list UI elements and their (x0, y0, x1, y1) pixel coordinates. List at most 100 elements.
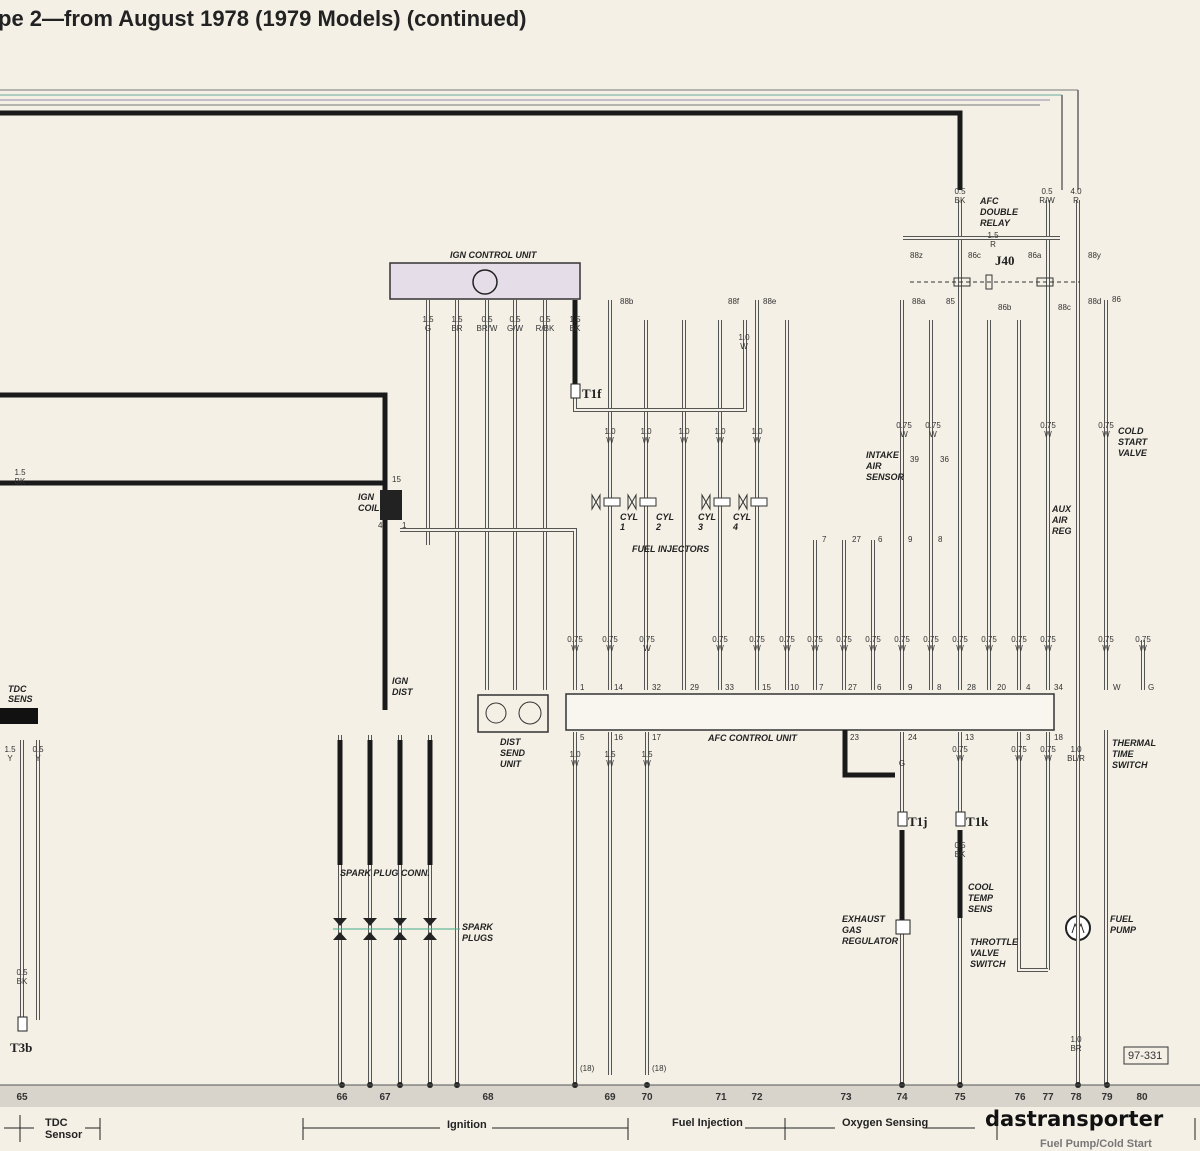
diagram-number: 97-331 (1128, 1050, 1162, 1062)
wire-size-label: 0.75 (1135, 635, 1151, 644)
cylinder-label: CYL (733, 512, 751, 522)
wire-size-label: 1.5 (569, 315, 581, 324)
aux-air-reg-label: AUX (1051, 504, 1072, 514)
wire-color-label: W (1102, 644, 1110, 653)
ign-dist-label: DIST (392, 687, 414, 697)
column-number: 70 (641, 1092, 653, 1103)
wire-size-label: 0.75 (1098, 421, 1114, 430)
pin-label: 1 (402, 521, 407, 530)
cool-temp-sens-label: COOL (968, 882, 994, 892)
wire-size-label: 0.5 (481, 315, 493, 324)
wire-color-label: W (811, 644, 819, 653)
pin-label: 23 (850, 733, 859, 742)
pin-label: 88b (620, 297, 634, 306)
column-number: 72 (751, 1092, 763, 1103)
wire-size-label: 1.5 (604, 750, 616, 759)
pin-label: 28 (967, 683, 976, 692)
cylinder-label: CYL (656, 512, 674, 522)
injector-coil-icon (750, 497, 768, 507)
cool-temp-sens-label: TEMP (968, 893, 994, 903)
wire-color-label: W (900, 430, 908, 439)
pin-label: 85 (946, 297, 955, 306)
pin-label: 18 (1054, 733, 1063, 742)
injector-coil-icon (603, 497, 621, 507)
wire-size-label: 0.5 (1041, 187, 1053, 196)
wire-size-label: 0.75 (1040, 745, 1056, 754)
column-number: 67 (379, 1092, 391, 1103)
wire-size-label: 1.0 (640, 427, 652, 436)
pin-label: 33 (725, 683, 734, 692)
pin-label: 39 (910, 455, 919, 464)
wire-size-label: 0.75 (1011, 745, 1027, 754)
wire-size-label: 0.75 (925, 421, 941, 430)
pin-label: (18) (652, 1064, 667, 1073)
wire-color-label: W (740, 342, 748, 351)
pin-label: 88c (1058, 303, 1071, 312)
throttle-valve-switch-label: VALVE (970, 948, 1000, 958)
wire-color-label: W (956, 754, 964, 763)
pin-label: 8 (938, 535, 943, 544)
wire-color-label: BK (955, 850, 966, 859)
throttle-loop-wire (1017, 930, 1048, 972)
ign-coil-label: IGN (358, 492, 375, 502)
wire-color-label: W (929, 430, 937, 439)
wire-color-label: G (425, 324, 431, 333)
wire-color-label: BK (570, 324, 581, 333)
pin-label: 88d (1088, 297, 1101, 306)
wire-size-label: 0.75 (952, 635, 968, 644)
spark-plug-icon (393, 932, 407, 940)
wire-size-label: 1.5 (987, 231, 999, 240)
pin-label: 14 (614, 683, 623, 692)
spark-plug-icon (363, 932, 377, 940)
pin-label: 88y (1088, 251, 1101, 260)
wire-color-label: W (643, 644, 651, 653)
exhaust-gas-regulator-label: GAS (842, 925, 862, 935)
cylinder-label: CYL (620, 512, 638, 522)
column-number: 68 (482, 1092, 494, 1103)
spark-plug-icon (363, 918, 377, 926)
wire-color-label: W (898, 644, 906, 653)
pin-label: 88a (912, 297, 926, 306)
transistor-icon (472, 269, 498, 295)
connector-icon (570, 383, 581, 399)
fuel-pump-label: FUEL (1110, 914, 1134, 924)
fuel-pump-label: PUMP (1110, 925, 1137, 935)
pin-label: 9 (908, 683, 913, 692)
wire-color-label: Y (7, 754, 13, 763)
throttle-valve-switch-label: SWITCH (970, 959, 1006, 969)
connector-label: T1j (908, 814, 928, 829)
section-label-ignition: Ignition (447, 1119, 487, 1131)
column-number: 77 (1042, 1092, 1054, 1103)
spark-plugs-label: PLUGS (462, 933, 493, 943)
wire-color-label: BK (15, 477, 26, 486)
column-number: 75 (954, 1092, 966, 1103)
wire-size-label: 0.75 (602, 635, 618, 644)
wire-color-label: W (606, 759, 614, 768)
wire-color-label: BR (1070, 1044, 1081, 1053)
wire-color-label: BK (17, 977, 28, 986)
pin-label: 88e (763, 297, 777, 306)
injector-coil-icon (639, 497, 657, 507)
wire-size-label: 1.0 (604, 427, 616, 436)
section-label-tdc-sensor: TDC (45, 1117, 68, 1129)
section-label-tdc-sensor: Sensor (45, 1129, 83, 1141)
pin-label: (18) (580, 1064, 595, 1073)
intake-air-sensor-label: AIR (865, 461, 882, 471)
wire-color-label: W (869, 644, 877, 653)
pin-label: 86c (968, 251, 981, 260)
pin-label: 88z (910, 251, 923, 260)
dist-send-unit-label: SEND (500, 748, 526, 758)
column-number: 80 (1136, 1092, 1148, 1103)
cylinder-label: 2 (655, 522, 661, 532)
wire-size-label: 1.0 (678, 427, 690, 436)
wire-color-label: R (990, 240, 996, 249)
wire-color-label: BR (451, 324, 462, 333)
wire-size-label: 0.75 (1040, 635, 1056, 644)
wire-size-label: 0.75 (981, 635, 997, 644)
wire-size-label: 0.75 (923, 635, 939, 644)
wire-size-label: 1.5 (641, 750, 653, 759)
wire-color-label: W (956, 644, 964, 653)
afc-double-relay-label: DOUBLE (980, 207, 1019, 217)
